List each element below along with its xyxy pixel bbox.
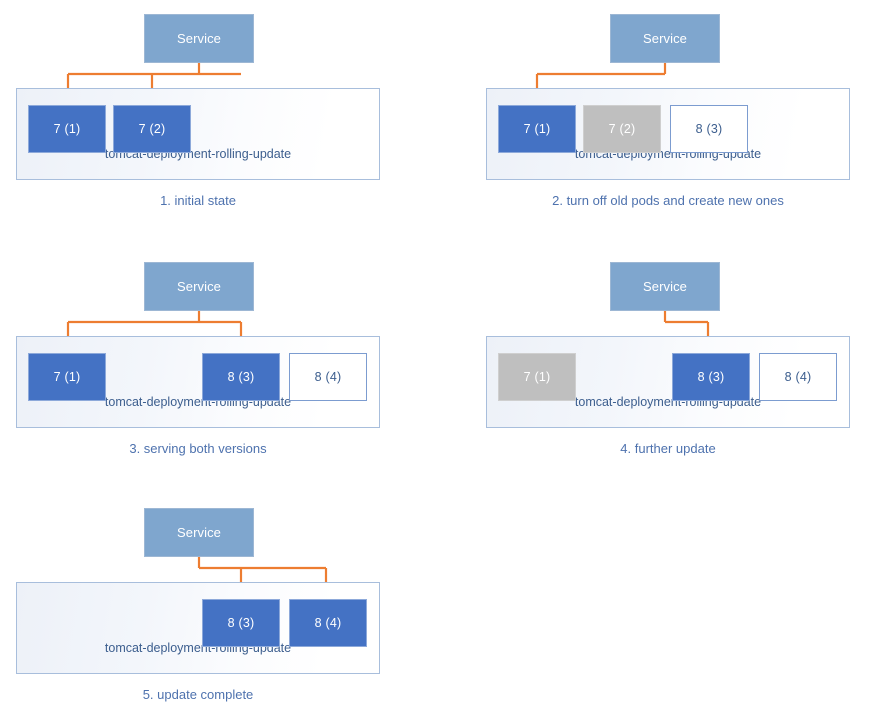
panel-3-pod-2[interactable]: 8 (4) [289, 353, 367, 401]
pod-label: 7 (1) [523, 122, 551, 136]
pod-label: 7 (1) [523, 370, 551, 384]
pod-label: 7 (2) [608, 122, 636, 136]
panel-5-caption: 5. update complete [142, 687, 254, 702]
service-label: Service [176, 525, 222, 540]
pod-label: 8 (3) [227, 616, 255, 630]
pod-label: 8 (4) [784, 370, 812, 384]
pod-label: 8 (3) [697, 370, 725, 384]
pod-label: 7 (2) [138, 122, 166, 136]
panel-3-caption: 3. serving both versions [129, 441, 267, 456]
pod-label: 7 (1) [53, 122, 81, 136]
panel-4-pod-0[interactable]: 7 (1) [498, 353, 576, 401]
service-label: Service [642, 279, 688, 294]
panel-2-pod-1[interactable]: 7 (2) [583, 105, 661, 153]
panel-1-pod-0[interactable]: 7 (1) [28, 105, 106, 153]
service-label: Service [176, 279, 222, 294]
panel-1-caption: 1. initial state [160, 193, 236, 208]
pod-label: 8 (4) [314, 616, 342, 630]
panel-2-caption: 2. turn off old pods and create new ones [552, 193, 784, 208]
panel-1-pod-1[interactable]: 7 (2) [113, 105, 191, 153]
panel-5-pod-0[interactable]: 8 (3) [202, 599, 280, 647]
panel-4-pod-2[interactable]: 8 (4) [759, 353, 837, 401]
panel-4-caption: 4. further update [620, 441, 716, 456]
panel-1-service-node[interactable]: Service [144, 14, 254, 63]
panel-3-pod-1[interactable]: 8 (3) [202, 353, 280, 401]
pod-label: 8 (3) [227, 370, 255, 384]
panel-3-service-node[interactable]: Service [144, 262, 254, 311]
panel-4-service-node[interactable]: Service [610, 262, 720, 311]
panel-2-pod-0[interactable]: 7 (1) [498, 105, 576, 153]
panel-5-service-node[interactable]: Service [144, 508, 254, 557]
pod-label: 8 (3) [695, 122, 723, 136]
panel-3-pod-0[interactable]: 7 (1) [28, 353, 106, 401]
service-label: Service [642, 31, 688, 46]
panel-2-service-node[interactable]: Service [610, 14, 720, 63]
pod-label: 8 (4) [314, 370, 342, 384]
panel-5-pod-1[interactable]: 8 (4) [289, 599, 367, 647]
panel-4-pod-1[interactable]: 8 (3) [672, 353, 750, 401]
pod-label: 7 (1) [53, 370, 81, 384]
service-label: Service [176, 31, 222, 46]
panel-2-pod-2[interactable]: 8 (3) [670, 105, 748, 153]
